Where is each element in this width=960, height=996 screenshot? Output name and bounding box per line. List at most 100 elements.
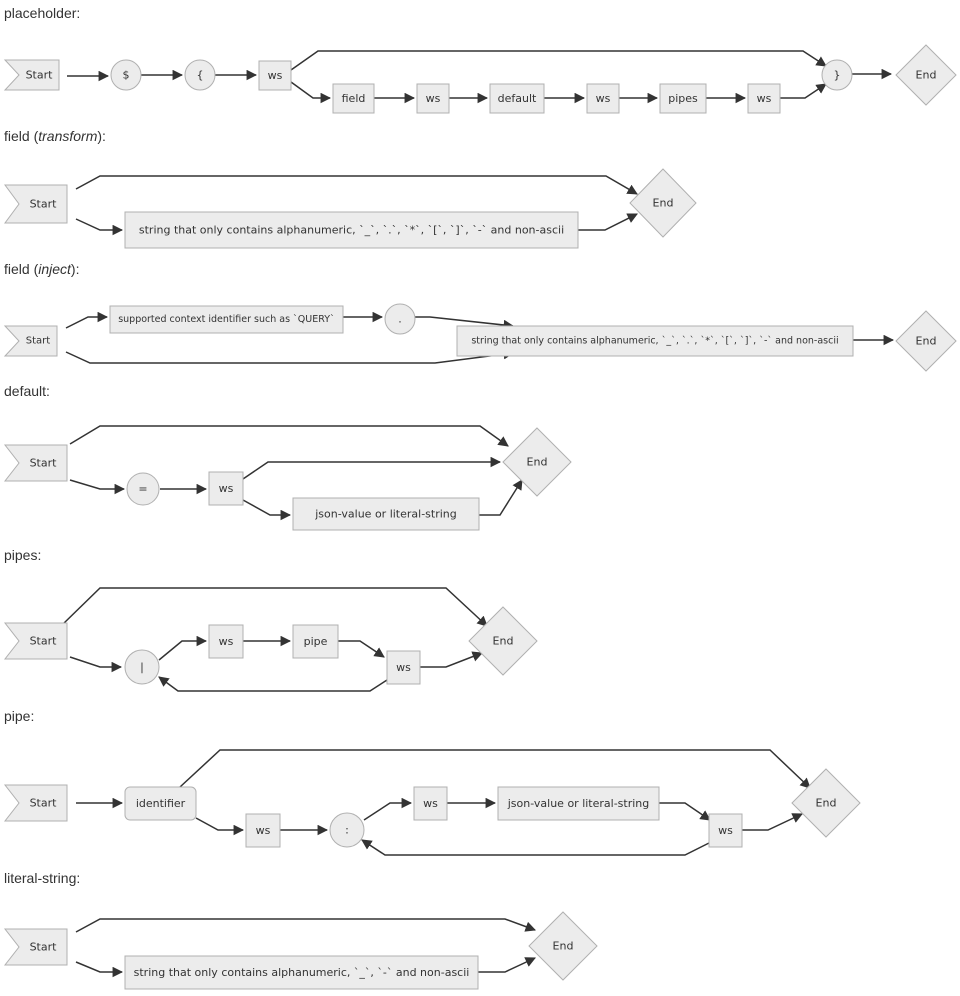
node-end: End: [468, 606, 538, 676]
edge-arrow: [290, 81, 332, 104]
node-label: string that only contains alphanumeric, …: [471, 336, 838, 347]
node-start: Start: [3, 622, 68, 660]
node-end: End: [895, 310, 957, 372]
node-ws3: ws: [708, 813, 743, 848]
edge-arrow: [363, 797, 413, 821]
edge-arrow: [69, 479, 126, 495]
node-label: Start: [30, 941, 58, 954]
node-ident: identifier: [124, 786, 197, 821]
edge-arrow: [290, 50, 827, 71]
node-default: default: [489, 83, 545, 114]
diagram-section: field (inject): Start supported context id…: [3, 261, 957, 372]
node-label: field: [342, 92, 366, 105]
node-start: Start: [3, 784, 68, 822]
diagram-section: placeholder: Start $ { ws field ws default ws pip…: [3, 5, 957, 114]
node-label: :: [345, 824, 349, 837]
node-label: ws: [396, 661, 411, 674]
node-pipes: pipes: [659, 83, 707, 114]
node-start: Start: [4, 184, 68, 224]
node-label: default: [498, 92, 537, 105]
node-label: End: [527, 456, 548, 469]
edge-arrow: [578, 213, 638, 231]
edge-arrow: [75, 218, 124, 236]
edge-arrow: [242, 499, 292, 521]
node-eq: =: [126, 472, 160, 506]
edge-arrow: [338, 640, 385, 658]
section-title: field (inject):: [4, 261, 79, 277]
node-label: Start: [26, 336, 51, 347]
edge-arrow: [242, 456, 502, 480]
edge-arrow: [780, 83, 827, 99]
node-ws3: ws: [586, 83, 620, 114]
node-end: End: [895, 44, 957, 106]
node-bar: |: [124, 649, 160, 685]
node-label: ws: [268, 69, 283, 82]
node-label: End: [553, 940, 574, 953]
node-ws2: ws: [416, 83, 450, 114]
node-label: ws: [423, 797, 438, 810]
node-label: Start: [26, 69, 54, 82]
diagram-section: pipe: Start identifier ws: ws json-value or l…: [3, 708, 861, 856]
edge-arrow: [61, 587, 488, 627]
edge-arrow: [179, 749, 811, 789]
node-end: End: [528, 911, 598, 981]
node-label: string that only contains alphanumeric, …: [134, 966, 470, 979]
section-title: field (transform):: [4, 128, 106, 144]
node-str: string that only contains alphanumeric, …: [456, 325, 854, 357]
node-label: supported context identifier such as `QU…: [118, 314, 335, 325]
node-label: json-value or literal-string: [314, 508, 457, 521]
node-start: Start: [3, 59, 60, 91]
node-label: pipes: [668, 92, 698, 105]
node-ws: ws: [208, 471, 244, 506]
node-end: End: [791, 768, 861, 838]
section-title: placeholder:: [4, 5, 80, 21]
node-dollar: $: [110, 59, 142, 91]
edge-arrow: [75, 961, 124, 978]
node-label: Start: [30, 457, 58, 470]
node-ws2: ws: [413, 786, 448, 821]
node-colon: :: [329, 812, 365, 848]
node-label: Start: [30, 635, 58, 648]
node-start: Start: [3, 444, 68, 482]
node-label: json-value or literal-string: [507, 797, 650, 810]
node-json: json-value or literal-string: [497, 786, 660, 821]
edge-arrow: [479, 479, 523, 516]
edge-arrow: [420, 651, 483, 668]
edge-arrow: [415, 316, 515, 331]
edge-arrow: [742, 813, 803, 831]
edge-arrow: [478, 957, 536, 973]
node-ws2: ws: [386, 650, 421, 685]
edge-arrow: [65, 311, 109, 329]
node-label: End: [493, 635, 514, 648]
node-json: json-value or literal-string: [292, 497, 480, 531]
node-ws1: ws: [245, 813, 281, 848]
node-start: Start: [3, 928, 68, 966]
node-end: End: [629, 168, 697, 238]
node-ws1: ws: [208, 624, 244, 659]
node-label: End: [653, 197, 674, 210]
node-end: End: [502, 427, 572, 497]
node-start: Start: [3, 325, 58, 357]
node-label: ws: [718, 824, 733, 837]
node-label: End: [916, 69, 937, 82]
node-label: Start: [30, 198, 58, 211]
edge-arrow: [158, 676, 388, 692]
node-label: ws: [596, 92, 611, 105]
diagram-section: field (transform): Start string that only …: [4, 128, 697, 249]
node-ws1: ws: [258, 60, 292, 91]
edge-arrow: [659, 802, 711, 821]
node-label: string that only contains alphanumeric, …: [139, 224, 564, 237]
node-str: string that only contains alphanumeric, …: [124, 955, 479, 990]
section-title: pipes:: [4, 547, 41, 563]
node-label: ws: [219, 482, 234, 495]
node-label: =: [138, 483, 147, 496]
edge-arrow: [361, 839, 710, 856]
node-label: {: [197, 69, 204, 82]
section-title: pipe:: [4, 708, 34, 724]
edge-arrow: [69, 425, 509, 447]
edge-arrow: [75, 918, 536, 933]
